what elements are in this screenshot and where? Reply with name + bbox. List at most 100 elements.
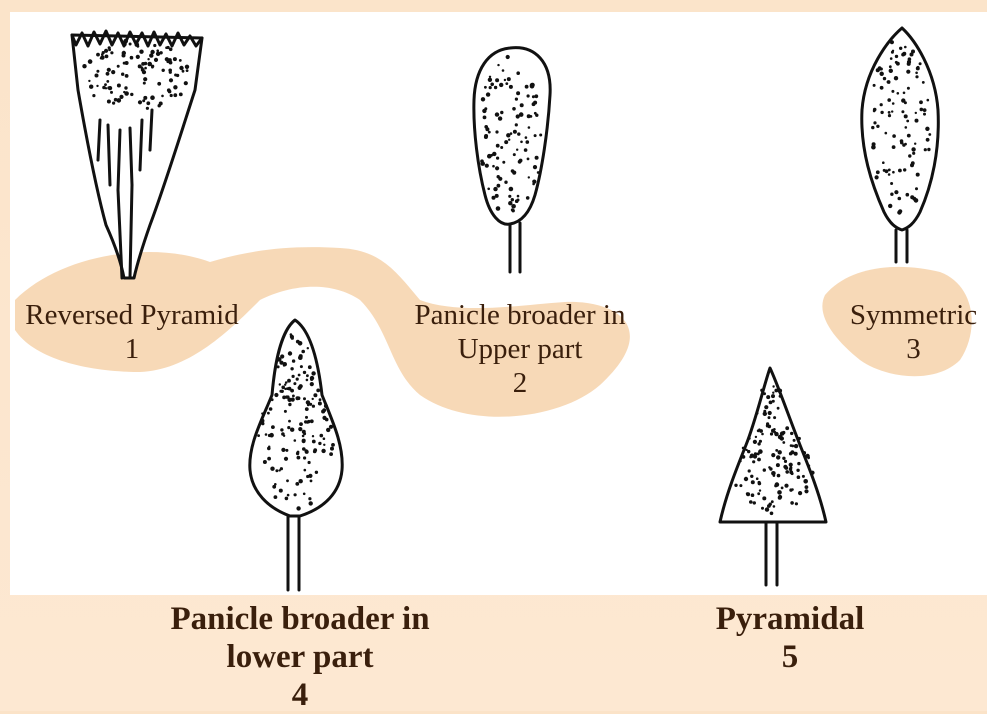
stipple-dot [305, 416, 308, 419]
stipple-dot [805, 454, 809, 458]
stipple-dot [526, 196, 530, 200]
stipple-dot [488, 131, 491, 134]
stipple-dot [883, 77, 886, 80]
stipple-dot [915, 75, 918, 78]
stipple-dot [897, 92, 900, 95]
stipple-dot [892, 102, 895, 105]
stipple-dot [528, 126, 531, 129]
stipple-dot [511, 204, 516, 209]
stipple-dot [925, 127, 929, 131]
stipple-dot [146, 101, 150, 105]
stipple-dot [777, 407, 780, 410]
stipple-dot [130, 56, 134, 60]
stipple-dot [492, 196, 496, 200]
stipple-dot [516, 71, 520, 75]
stipple-dot [758, 481, 761, 484]
stipple-dot [154, 58, 158, 62]
label-4-line-2: lower part [150, 638, 450, 676]
stipple-dot [303, 456, 306, 459]
stipple-dot [280, 428, 283, 431]
stipple-dot [173, 85, 177, 89]
stipple-dot [914, 143, 916, 145]
stipple-dot [782, 431, 785, 434]
stipple-dot [298, 355, 303, 360]
stipple-dot [150, 95, 155, 100]
stipple-dot [537, 171, 540, 174]
stipple-dot [496, 157, 499, 160]
stipple-dot [790, 501, 794, 505]
label-4-number: 4 [150, 676, 450, 714]
stipple-dot [778, 496, 782, 500]
stipple-dot [107, 100, 111, 104]
stipple-dot [298, 341, 303, 346]
stipple-dot [179, 59, 182, 62]
label-1-number: 1 [12, 332, 252, 366]
stipple-dot [186, 69, 189, 72]
stipple-dot [784, 460, 787, 463]
stipple-dot [775, 482, 780, 487]
stipple-dot [527, 94, 530, 97]
stipple-dot [763, 468, 766, 471]
stipple-dot [927, 148, 930, 151]
stipple-dot [763, 392, 766, 395]
stipple-dot [496, 144, 500, 148]
stipple-dot [293, 382, 296, 385]
stipple-dot [497, 64, 499, 66]
stipple-dot [898, 169, 902, 173]
stipple-dot [511, 198, 514, 201]
stipple-dot [287, 494, 290, 497]
stipple-dot [101, 53, 104, 56]
stipple-dot [890, 182, 893, 185]
stipple-dot [495, 166, 499, 170]
stipple-dot [288, 351, 292, 355]
label-1-line-1: Reversed Pyramid [12, 298, 252, 332]
stipple-dot [285, 497, 289, 501]
stipple-dot [329, 452, 333, 456]
stipple-dot [484, 86, 487, 89]
stipple-dot [296, 506, 300, 510]
stipple-dot [144, 67, 147, 70]
stipple-dot [257, 434, 260, 437]
stipple-dot [530, 115, 533, 118]
stipple-dot [756, 477, 759, 480]
stipple-dot [117, 65, 120, 68]
stipple-dot [907, 87, 910, 90]
label-3-line-1: Symmetric [840, 298, 987, 332]
stipple-dot [533, 101, 537, 105]
stipple-dot [757, 458, 761, 462]
stipple-dot [508, 201, 512, 205]
stipple-dot [899, 47, 902, 50]
stipple-dot [897, 210, 901, 214]
stipple-dot [308, 474, 312, 478]
stipple-dot [271, 398, 274, 401]
label-2-number: 2 [390, 366, 650, 400]
stipple-dot [750, 475, 753, 478]
stipple-dot [904, 46, 907, 49]
stipple-dot [284, 457, 288, 461]
stipple-dot [179, 66, 183, 70]
stipple-dot [516, 115, 519, 118]
stipple-dot [329, 425, 333, 429]
stipple-dot [880, 111, 883, 114]
stipple-dot [294, 493, 297, 496]
label-3-number: 3 [840, 332, 987, 366]
stipple-dot [107, 86, 110, 89]
stipple-dot [752, 460, 755, 463]
stipple-dot [776, 455, 780, 459]
stipple-dot [308, 365, 312, 369]
stipple-dot [796, 469, 799, 472]
stipple-dot [323, 437, 326, 440]
label-upper-broad-panicle: Panicle broader in Upper part 2 [390, 298, 650, 400]
stipple-dot [906, 120, 909, 123]
stipple-dot [539, 134, 542, 137]
stipple-dot [892, 171, 895, 174]
stipple-dot [907, 134, 911, 138]
stipple-dot [774, 389, 778, 393]
stipple-dot [294, 439, 297, 442]
stipple-dot [535, 156, 539, 160]
stipple-dot [269, 407, 273, 411]
stipple-dot [110, 51, 113, 54]
stipple-dot [277, 365, 280, 368]
stipple-dot [797, 475, 801, 479]
